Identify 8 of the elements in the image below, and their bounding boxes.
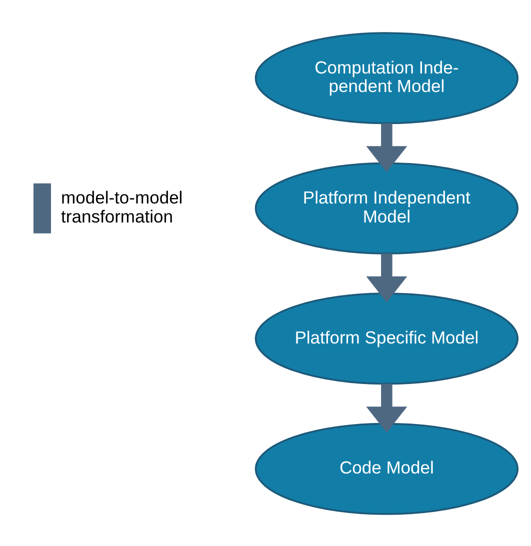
arrow [366,383,408,432]
node-ellipse: Platform Independent Model [254,162,519,254]
arrow [366,253,408,302]
node-ellipse: Platform Specific Model [254,292,519,384]
node-ellipse: Computation Inde- pendent Model [254,32,519,124]
legend-label: model-to-model transformation [61,187,183,226]
arrow [366,122,408,172]
node-ellipse: Code Model [254,422,519,514]
